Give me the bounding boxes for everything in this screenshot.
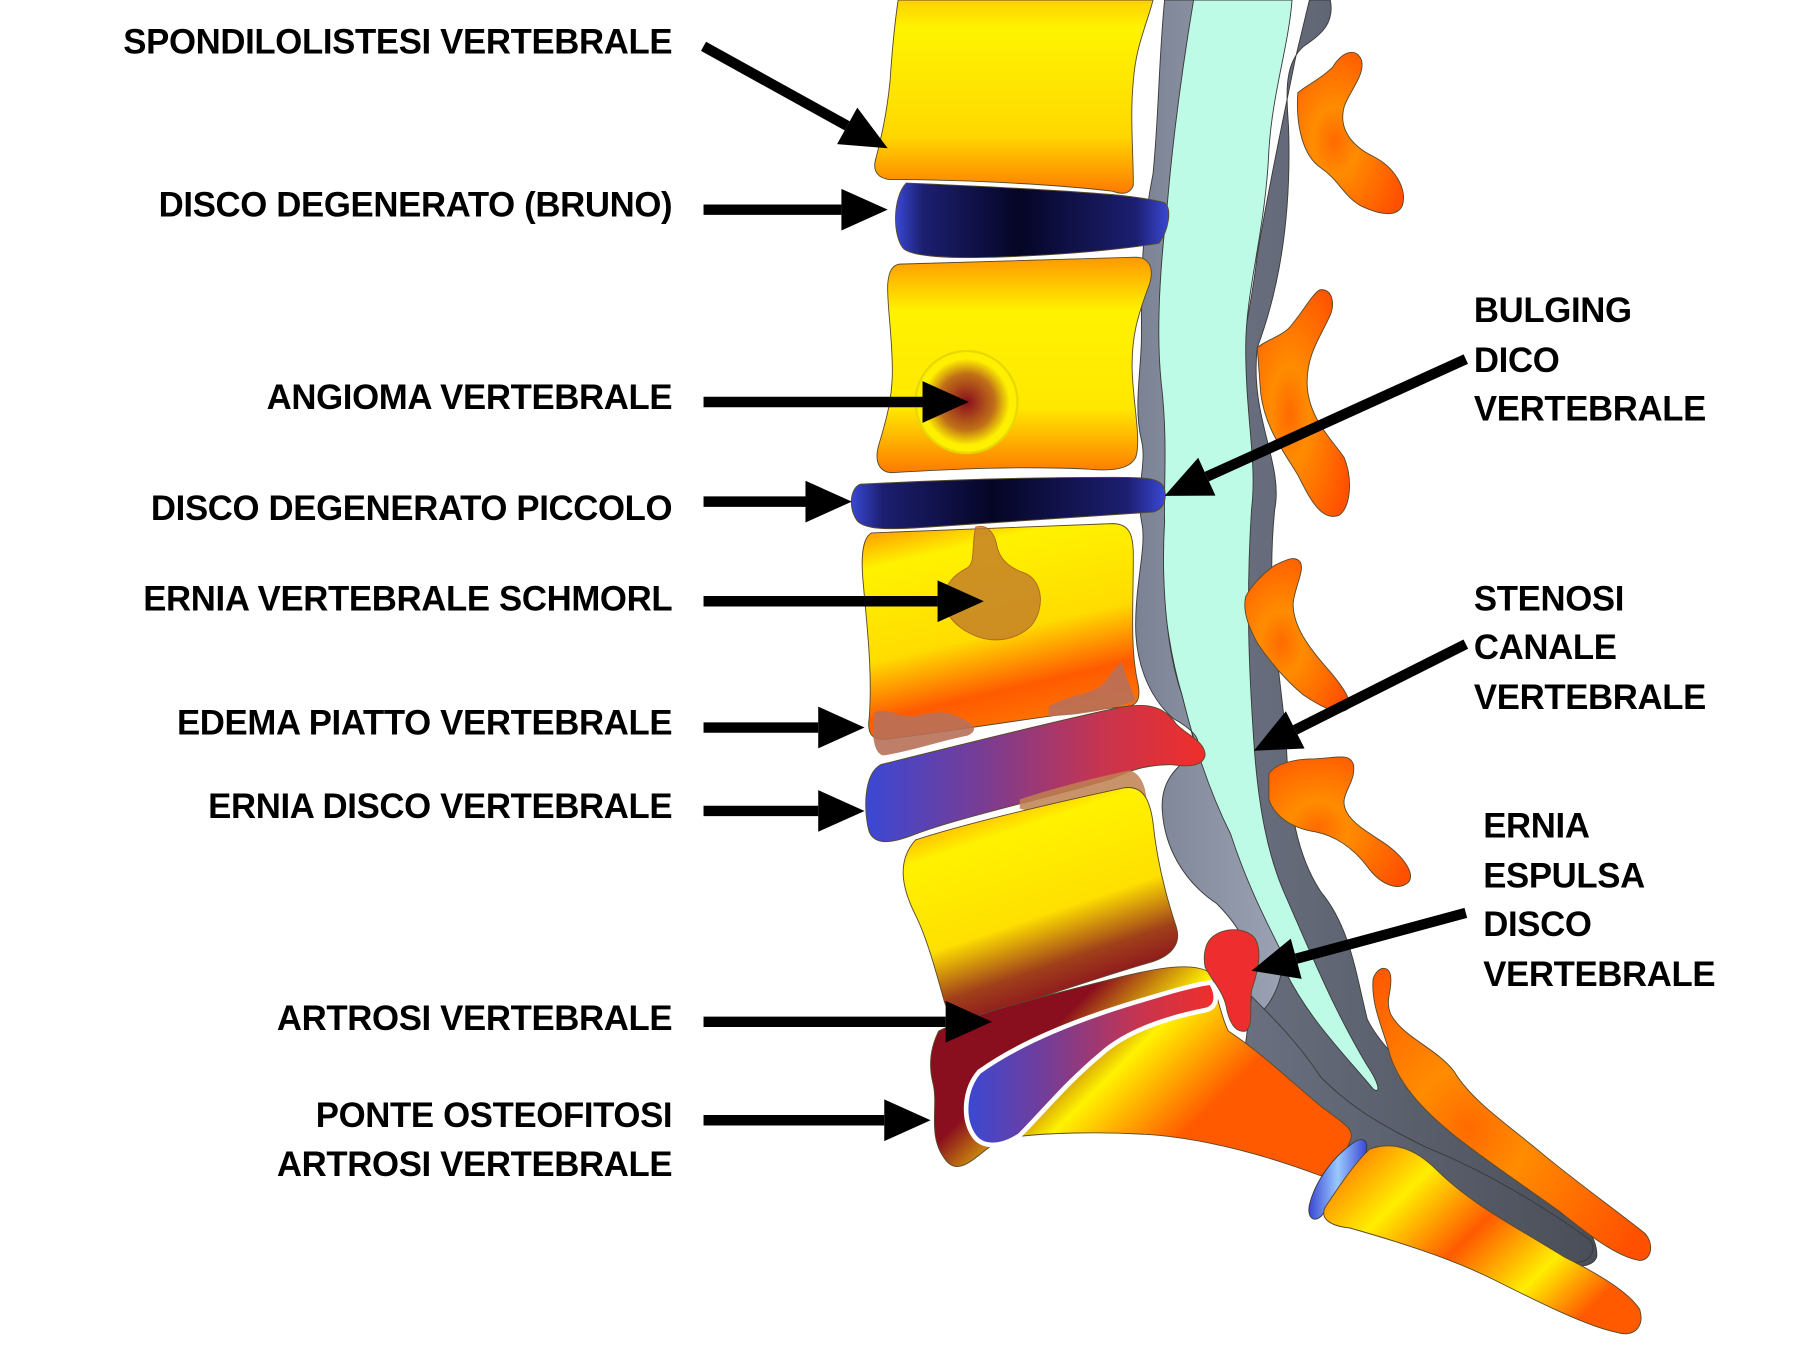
arrow-ponte-osteofitosi-head: [884, 1099, 931, 1142]
disc-herniation-expelled: [1203, 929, 1260, 1032]
label-ernia-espulsa-line2: ESPULSA: [1483, 857, 1645, 895]
arrow-ernia-espulsa-head: [1251, 938, 1302, 979]
coccyx-disc: [1308, 1139, 1368, 1220]
arrow-angioma-head: [922, 381, 969, 423]
vertebra-l1: [874, 0, 1154, 194]
schmorl-node: [943, 525, 1041, 641]
label-spondilolistesi: SPONDILOLISTESI VERTEBRALE: [123, 23, 672, 61]
spinous-process-2: [1256, 289, 1350, 517]
edema-endplate-posterior: [1048, 662, 1136, 716]
label-ponte-osteofitosi-line1: PONTE OSTEOFITOSI: [316, 1097, 672, 1135]
disc-herniation: [865, 704, 1206, 843]
arrow-ernia-espulsa-shaft: [1294, 907, 1468, 964]
arrow-ernia-disco-head: [818, 790, 865, 832]
arrow-bulging-shaft: [1204, 354, 1468, 482]
coccyx: [1323, 1145, 1642, 1335]
label-ernia-espulsa-line1: ERNIA: [1483, 808, 1590, 846]
arrow-spondilolistesi-shaft: [701, 41, 850, 131]
label-edema-piatto: EDEMA PIATTO VERTEBRALE: [177, 704, 672, 742]
label-artrosi: ARTROSI VERTEBRALE: [277, 1000, 672, 1038]
label-bulging-line1: BULGING: [1474, 292, 1632, 330]
label-bulging-line2: DICO: [1474, 342, 1560, 380]
disc-degenerated-dark: [895, 182, 1170, 259]
arrow-disco-degenerato-bruno-head: [841, 188, 888, 231]
label-ernia-schmorl: ERNIA VERTEBRALE SCHMORL: [143, 581, 672, 619]
vertebra-l2: [876, 256, 1152, 474]
edema-endplate: [872, 710, 974, 756]
vertebra-l4: [902, 787, 1179, 1019]
arrow-artrosi-head: [945, 1000, 992, 1043]
arrow-stenosi-shaft: [1292, 639, 1469, 735]
median-sacral-crest: [1372, 967, 1652, 1261]
arrow-disco-degenerato-piccolo-head: [805, 480, 852, 523]
arrow-bulging-head: [1164, 457, 1216, 496]
spinous-process-1: [1296, 51, 1404, 215]
arrow-spondilolistesi-head: [837, 107, 888, 149]
label-disco-degenerato-piccolo: DISCO DEGENERATO PICCOLO: [151, 490, 672, 528]
label-ernia-disco: ERNIA DISCO VERTEBRALE: [208, 788, 672, 826]
label-bulging-line3: VERTEBRALE: [1474, 391, 1706, 429]
label-ernia-espulsa-line4: VERTEBRALE: [1483, 956, 1715, 994]
left-labels: SPONDILOLISTESI VERTEBRALE DISCO DEGENER…: [123, 23, 672, 1184]
osteophyte-edema-lower: [1019, 770, 1148, 814]
label-stenosi-line1: STENOSI: [1474, 581, 1624, 619]
label-stenosi-line3: VERTEBRALE: [1474, 679, 1706, 717]
label-ernia-espulsa-line3: DISCO: [1483, 906, 1591, 944]
label-disco-degenerato-bruno: DISCO DEGENERATO (BRUNO): [159, 187, 673, 225]
disc-degenerated-small: [850, 476, 1166, 530]
arrow-stenosi-head: [1253, 711, 1305, 751]
spinous-process-4: [1268, 756, 1411, 887]
arrows: [701, 41, 1469, 1142]
right-labels: BULGING DICO VERTEBRALE STENOSI CANALE V…: [1474, 292, 1716, 994]
arrow-edema-piatto-head: [818, 706, 865, 749]
spinous-process-3: [1244, 558, 1350, 712]
disc-osteophyte-bridge: [963, 979, 1219, 1148]
arrow-ernia-schmorl-head: [937, 580, 984, 623]
label-ponte-osteofitosi-line2: ARTROSI VERTEBRALE: [277, 1146, 672, 1184]
label-angioma: ANGIOMA VERTEBRALE: [267, 379, 673, 417]
label-stenosi-line2: CANALE: [1474, 629, 1617, 667]
